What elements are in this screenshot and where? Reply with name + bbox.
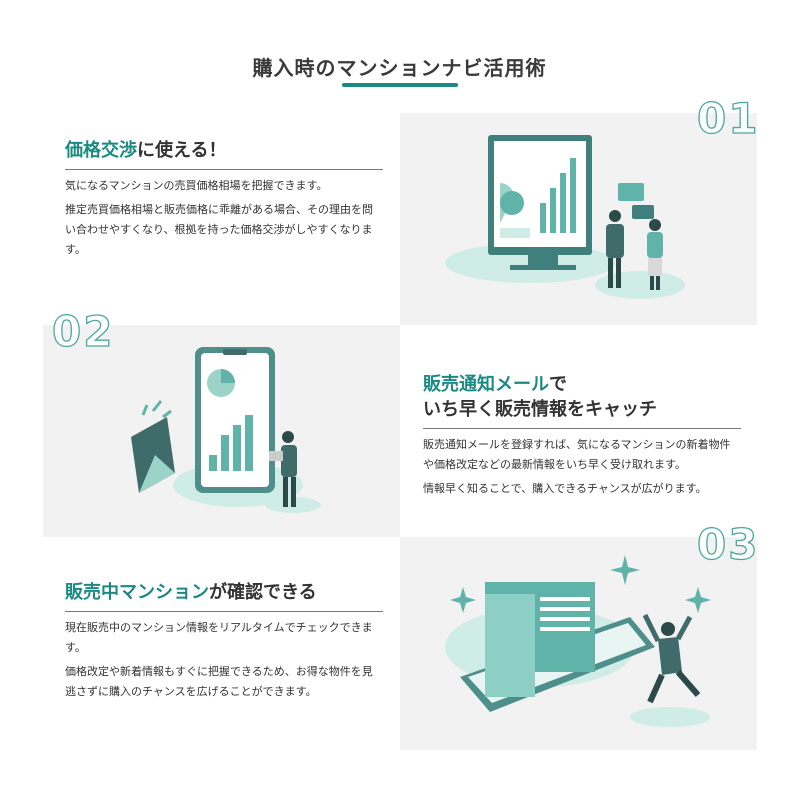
- section-1: 価格交渉に使える！ 気になるマンションの売買価格相場を把握できます。 推定売買価…: [65, 138, 383, 260]
- section-1-text-1: 気になるマンションの売買価格相場を把握できます。: [65, 179, 328, 192]
- page-title: 購入時のマンションナビ活用術: [252, 56, 547, 80]
- illustration-panel-3: [400, 537, 757, 750]
- section-3-text-2: 価格改定や新着情報もすぐに把握できるため、お得な物件を見逃さずに購入のチャンスを…: [65, 665, 373, 698]
- illustration-panel-1: [400, 113, 757, 325]
- title-underline: [342, 83, 458, 87]
- smartphone-mail-illustration: [131, 347, 321, 513]
- monitor-chart-illustration: [445, 135, 685, 299]
- section-number-3: 03: [696, 520, 760, 569]
- section-1-text-2: 推定売買価格相場と販売価格に乖離がある場合、その理由を問い合わせやすくなり、根拠…: [65, 203, 373, 256]
- building-phone-illustration: [445, 555, 711, 727]
- section-3: 販売中マンションが確認できる 現在販売中のマンション情報をリアルタイムでチェック…: [65, 580, 383, 702]
- section-2-text-2: 情報早く知ることで、購入できるチャンスが広がります。: [423, 482, 707, 495]
- section-number-1: 01: [696, 94, 760, 143]
- section-2-text-1: 販売通知メールを登録すれば、気になるマンションの新着物件や価格改定などの最新情報…: [423, 438, 731, 471]
- section-2-heading: 販売通知メールでいち早く販売情報をキャッチ: [423, 372, 741, 429]
- section-2: 販売通知メールでいち早く販売情報をキャッチ 販売通知メールを登録すれば、気になる…: [423, 372, 741, 499]
- illustration-panel-2: [43, 325, 400, 537]
- section-3-text-1: 現在販売中のマンション情報をリアルタイムでチェックできます。: [65, 621, 373, 654]
- section-number-2: 02: [51, 307, 115, 356]
- section-3-heading: 販売中マンションが確認できる: [65, 580, 383, 612]
- section-1-heading: 価格交渉に使える！: [65, 138, 383, 170]
